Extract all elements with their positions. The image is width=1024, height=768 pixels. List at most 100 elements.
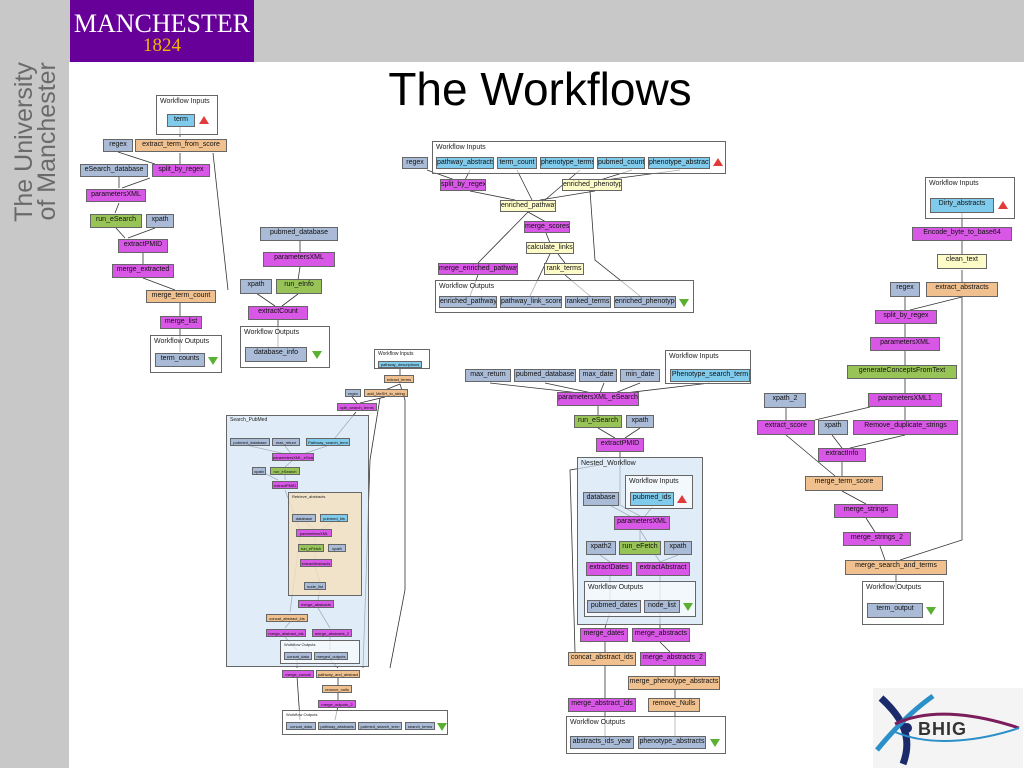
workflow-node[interactable]: xpath: [818, 420, 848, 435]
workflow-node[interactable]: extractPMID: [272, 481, 298, 489]
workflow-node[interactable]: xpath: [146, 214, 174, 228]
output-port[interactable]: node_list: [644, 600, 680, 613]
workflow-node[interactable]: merge_outputs_2: [318, 700, 356, 708]
workflow-node[interactable]: merge_search_and_terms: [845, 560, 947, 575]
workflow-node[interactable]: pubmed_database: [230, 438, 270, 446]
workflow-node[interactable]: pubmed_database: [260, 227, 338, 241]
output-port[interactable]: abstracts_ids_year: [570, 736, 634, 749]
workflow-node[interactable]: merge_term_score: [805, 476, 883, 491]
workflow-node[interactable]: parametersXML1: [868, 393, 942, 407]
workflow-node[interactable]: split_by_regex: [440, 179, 486, 191]
workflow-node[interactable]: merge_list: [160, 316, 202, 329]
workflow-node[interactable]: parametersXML_eSearch: [557, 392, 639, 406]
workflow-node[interactable]: run_eFetch: [619, 541, 661, 555]
input-port[interactable]: Phenotype_search_term: [670, 369, 750, 382]
workflow-node[interactable]: max_return: [272, 438, 300, 446]
workflow-node[interactable]: regex: [890, 282, 920, 297]
workflow-node[interactable]: min_date: [620, 369, 660, 382]
output-port[interactable]: concat_data: [286, 722, 316, 730]
output-port[interactable]: node_list: [304, 582, 326, 590]
input-port[interactable]: pubmed_ids: [630, 492, 674, 506]
workflow-node[interactable]: merge_strings: [834, 504, 898, 518]
output-port[interactable]: pathway_abstracts: [318, 722, 356, 730]
workflow-node[interactable]: merge_concat: [282, 670, 314, 678]
workflow-node[interactable]: merge_enriched_pathways: [438, 263, 518, 275]
workflow-node[interactable]: database: [292, 514, 316, 522]
workflow-node[interactable]: merge_abstracts: [632, 628, 690, 642]
workflow-node[interactable]: xpath: [626, 415, 654, 428]
workflow-node[interactable]: run_eInfo: [276, 279, 322, 294]
output-port[interactable]: enriched_phenotype: [614, 296, 676, 308]
input-port[interactable]: Dirty_abstracts: [930, 198, 994, 213]
workflow-node[interactable]: enriched_phenotype: [562, 179, 622, 191]
workflow-node[interactable]: parametersXML: [86, 189, 146, 202]
workflow-node[interactable]: generateConceptsFromText: [847, 365, 957, 379]
workflow-node[interactable]: extract_abstracts: [926, 282, 998, 297]
output-port[interactable]: enriched_pathway: [439, 296, 497, 308]
workflow-node[interactable]: xpath2: [586, 541, 616, 555]
workflow-node[interactable]: eSearch_database: [80, 164, 148, 177]
workflow-node[interactable]: xpath: [664, 541, 692, 555]
workflow-node[interactable]: extractAbstract: [636, 562, 690, 576]
workflow-node[interactable]: merge_abstracts_2: [640, 652, 706, 666]
workflow-node[interactable]: xpath: [328, 544, 346, 552]
workflow-node[interactable]: rank_terms: [544, 263, 584, 275]
output-port[interactable]: term_counts: [155, 353, 205, 367]
workflow-node[interactable]: Remove_duplicate_strings: [853, 420, 958, 435]
workflow-node[interactable]: remove_nulls: [322, 685, 352, 693]
workflow-node[interactable]: regex: [402, 157, 428, 169]
workflow-node[interactable]: run_eFetch: [298, 544, 324, 552]
workflow-node[interactable]: merge_strings_2: [843, 532, 911, 546]
input-port[interactable]: pubmed_count: [597, 157, 645, 169]
output-port[interactable]: phenotype_abstracts: [638, 736, 706, 749]
workflow-node[interactable]: extractPMID: [118, 239, 168, 253]
output-port[interactable]: ranked_terms: [565, 296, 611, 308]
output-port[interactable]: concat_data: [284, 652, 312, 660]
workflow-node[interactable]: merge_abstract_ids: [266, 629, 306, 637]
workflow-node[interactable]: split_by_regex: [152, 164, 210, 177]
workflow-node[interactable]: add_MeSH_to_string: [364, 389, 408, 397]
workflow-node[interactable]: extractAbstracts: [300, 559, 332, 567]
workflow-node[interactable]: split_by_regex: [875, 310, 937, 324]
input-port[interactable]: term_count: [497, 157, 537, 169]
workflow-node[interactable]: merge_dates: [580, 628, 628, 642]
workflow-node[interactable]: regex: [345, 389, 361, 397]
output-port[interactable]: database_info: [245, 347, 307, 362]
workflow-node[interactable]: merge_abstracts: [298, 600, 334, 608]
workflow-node[interactable]: merge_scores: [524, 221, 570, 233]
workflow-node[interactable]: run_eSearch: [90, 214, 142, 228]
workflow-node[interactable]: xpath: [252, 467, 266, 475]
workflow-node[interactable]: xpath_2: [764, 393, 806, 408]
output-port[interactable]: pubmed_search_term: [358, 722, 402, 730]
workflow-node[interactable]: clean_text: [937, 254, 987, 269]
workflow-node[interactable]: run_eSearch: [574, 415, 622, 428]
workflow-node[interactable]: pubmed_database: [514, 369, 576, 382]
output-port[interactable]: term_output: [867, 603, 923, 618]
workflow-node[interactable]: merge_extracted: [112, 264, 174, 278]
workflow-node[interactable]: parametersXML: [614, 516, 670, 530]
workflow-node[interactable]: enriched_pathway: [500, 200, 556, 212]
workflow-node[interactable]: merge_phenotype_abstracts: [628, 676, 720, 690]
input-port[interactable]: pubmed_ids: [320, 514, 348, 522]
workflow-node[interactable]: extract_term_from_score: [135, 139, 227, 152]
workflow-node[interactable]: concat_abstract_ids: [266, 614, 308, 622]
workflow-node[interactable]: extractCount: [248, 306, 308, 320]
workflow-node[interactable]: xpath: [240, 279, 272, 294]
workflow-node[interactable]: extract_score: [757, 420, 815, 435]
workflow-node[interactable]: parametersXML: [263, 252, 335, 267]
workflow-node[interactable]: merge_term_count: [146, 290, 216, 303]
workflow-node[interactable]: split_search_terms: [337, 403, 377, 411]
workflow-node[interactable]: remove_Nulls: [648, 698, 700, 712]
workflow-node[interactable]: merge_abstracts_2: [312, 629, 352, 637]
input-port[interactable]: Pathway_search_term: [306, 438, 350, 446]
workflow-node[interactable]: extractPMID: [596, 438, 644, 452]
workflow-node[interactable]: Encode_byte_to_base64: [912, 227, 1012, 241]
input-port[interactable]: phenotype_abstracts: [648, 157, 710, 169]
workflow-node[interactable]: regex: [103, 139, 133, 152]
output-port[interactable]: search_terms: [405, 722, 435, 730]
workflow-node[interactable]: extractInfo: [818, 448, 866, 462]
workflow-node[interactable]: concat_abstract_ids: [568, 652, 636, 666]
input-port[interactable]: pathway_descriptions: [378, 361, 422, 368]
workflow-node[interactable]: parametersXML: [296, 529, 332, 537]
workflow-node[interactable]: run_eSearch: [270, 467, 300, 475]
